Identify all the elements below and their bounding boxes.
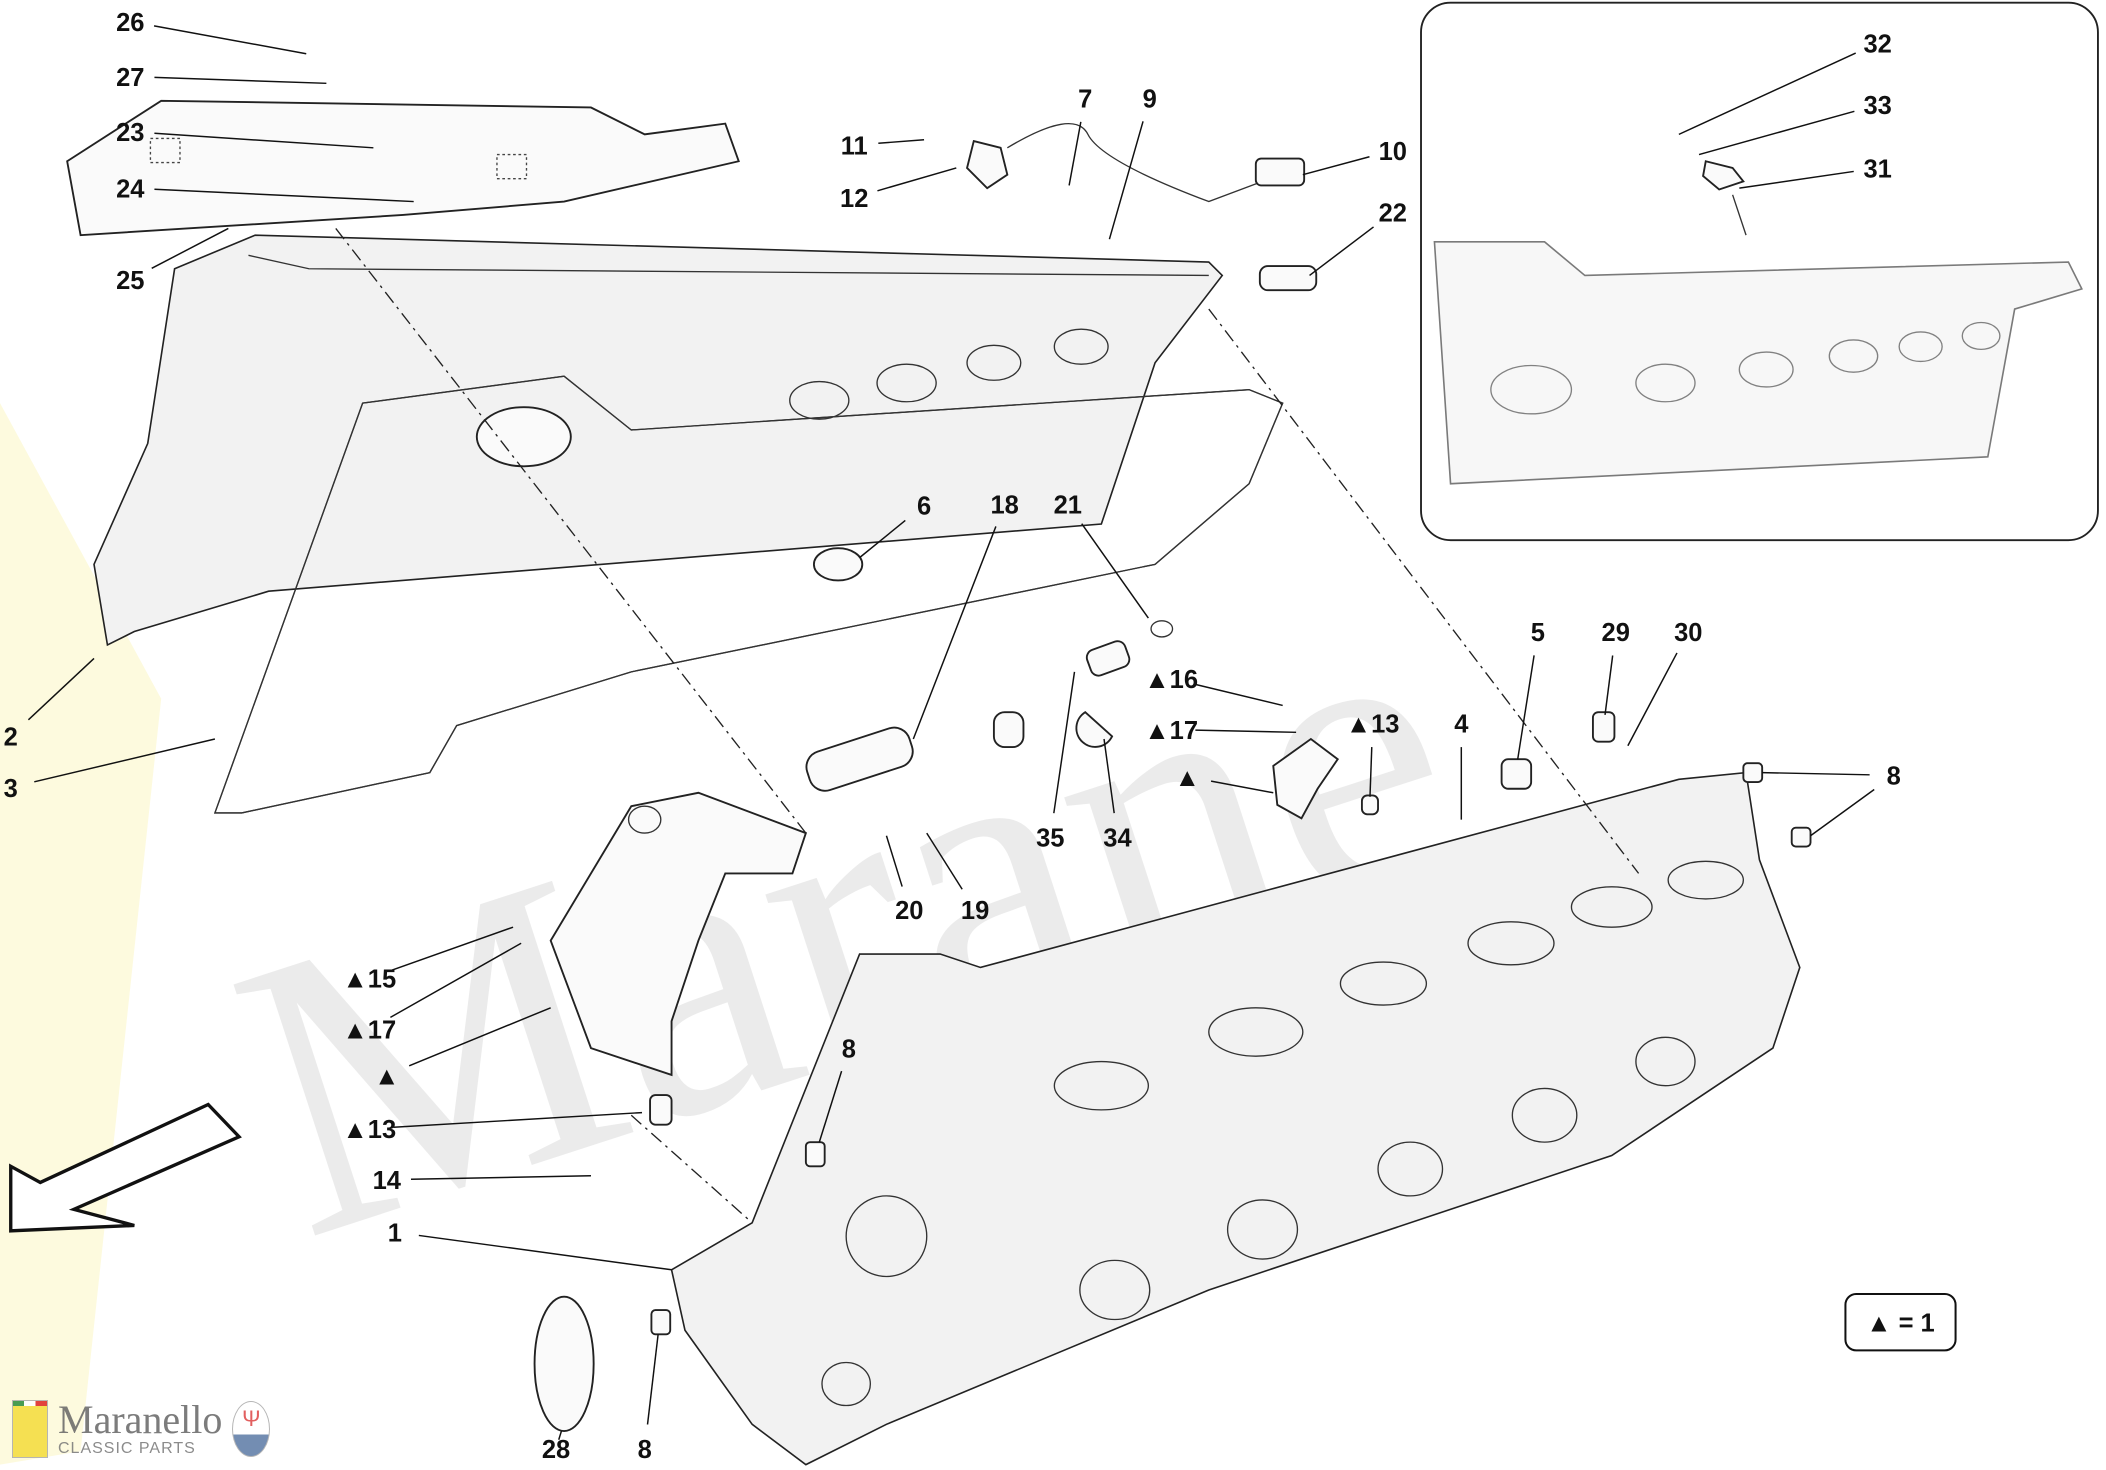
ferrari-shield-icon [12, 1400, 48, 1458]
part-label: 21 [1054, 491, 1082, 519]
leader-line [1103, 738, 1115, 814]
part-label: ▲ [374, 1062, 399, 1090]
part-label: 31 [1863, 155, 1891, 183]
leader-line [153, 25, 307, 55]
part-label: ▲16 [1144, 666, 1198, 694]
leader-line [1516, 655, 1535, 760]
leader-line [1108, 121, 1144, 240]
part-label: 35 [1036, 825, 1064, 853]
leader-line [151, 227, 229, 269]
leader-line [1678, 52, 1857, 136]
leader-line [1195, 729, 1297, 734]
leader-line [418, 1234, 672, 1271]
part-label: 8 [1887, 763, 1901, 791]
part-label: 29 [1602, 619, 1630, 647]
leader-line [885, 835, 903, 887]
part-label: 19 [961, 897, 989, 925]
leader-line [34, 738, 216, 783]
leader-line [154, 76, 327, 85]
part-label: ▲17 [343, 1017, 397, 1045]
leader-line [410, 1174, 591, 1181]
direction-arrow-icon [9, 1102, 242, 1233]
part-label: 18 [990, 491, 1018, 519]
part-label: 32 [1863, 30, 1891, 58]
leader-line [1068, 121, 1082, 186]
part-label: 14 [373, 1167, 402, 1195]
part-label: 25 [116, 267, 144, 295]
leader-line [393, 1111, 643, 1129]
leader-line [1739, 170, 1854, 189]
part-label: 8 [638, 1436, 652, 1464]
leader-line [878, 139, 925, 145]
part-label: 33 [1863, 92, 1891, 120]
brand-subtitle: CLASSIC PARTS [58, 1440, 196, 1457]
brand-name: Maranello [58, 1397, 223, 1442]
leader-line [859, 519, 906, 559]
brand-logo: Maranello CLASSIC PARTS Ψ [12, 1397, 271, 1458]
part-label: ▲13 [343, 1116, 397, 1144]
leader-line [390, 942, 522, 1018]
inset-detail [1420, 1, 2099, 542]
legend-box: ▲ = 1 [1844, 1292, 1957, 1352]
part-label: 34 [1103, 825, 1132, 853]
part-label: 8 [842, 1035, 856, 1063]
part-label: 20 [895, 897, 923, 925]
leader-line [1810, 788, 1875, 837]
part-label: ▲15 [343, 966, 397, 994]
part-label: 30 [1674, 619, 1702, 647]
leader-line [154, 188, 414, 203]
leader-line [818, 1070, 843, 1143]
part-label: 1 [388, 1220, 402, 1248]
leader-line [1081, 523, 1149, 619]
part-label: 7 [1078, 85, 1092, 113]
leader-line [1309, 226, 1374, 277]
leader-line [154, 132, 374, 149]
part-label: ▲13 [1346, 710, 1400, 738]
part-label: 5 [1531, 619, 1545, 647]
leader-lines [27, 25, 1875, 1440]
leader-line [646, 1334, 659, 1425]
part-label: 27 [116, 64, 144, 92]
part-label: 22 [1379, 200, 1407, 228]
leader-line [1210, 780, 1274, 794]
part-label: 6 [917, 493, 931, 521]
part-label: 3 [4, 775, 18, 803]
cylinder-head [335, 228, 1801, 1466]
legend-text: ▲ = 1 [1866, 1310, 1935, 1338]
leader-line [1053, 671, 1076, 814]
part-label: 11 [841, 133, 868, 161]
leader-line [1762, 771, 1870, 776]
leader-line [1369, 747, 1373, 797]
leader-line [926, 832, 963, 890]
part-label: 24 [116, 176, 145, 204]
part-label: ▲ [1175, 764, 1200, 792]
leader-line [877, 167, 957, 192]
part-label: 23 [116, 119, 144, 147]
maserati-trident-icon: Ψ [232, 1401, 271, 1457]
part-label: 4 [1454, 710, 1469, 738]
leader-line [1194, 683, 1283, 707]
part-label: 26 [116, 9, 144, 37]
part-label: 9 [1143, 85, 1157, 113]
leader-line [1302, 156, 1370, 176]
part-label: 12 [840, 185, 868, 213]
leader-line [27, 657, 95, 721]
leader-line [1604, 655, 1614, 715]
leader-line [391, 926, 514, 971]
part-label: 2 [4, 724, 18, 752]
part-label: ▲17 [1144, 717, 1198, 745]
leader-line [558, 1430, 563, 1440]
leader-line [408, 1007, 551, 1067]
part-label: 28 [542, 1436, 570, 1464]
part-label: 10 [1379, 138, 1407, 166]
leader-line [1698, 110, 1855, 156]
valve-cover [66, 99, 1224, 647]
leader-line [912, 526, 997, 740]
gasket [213, 375, 1284, 814]
leader-line [1627, 652, 1678, 747]
